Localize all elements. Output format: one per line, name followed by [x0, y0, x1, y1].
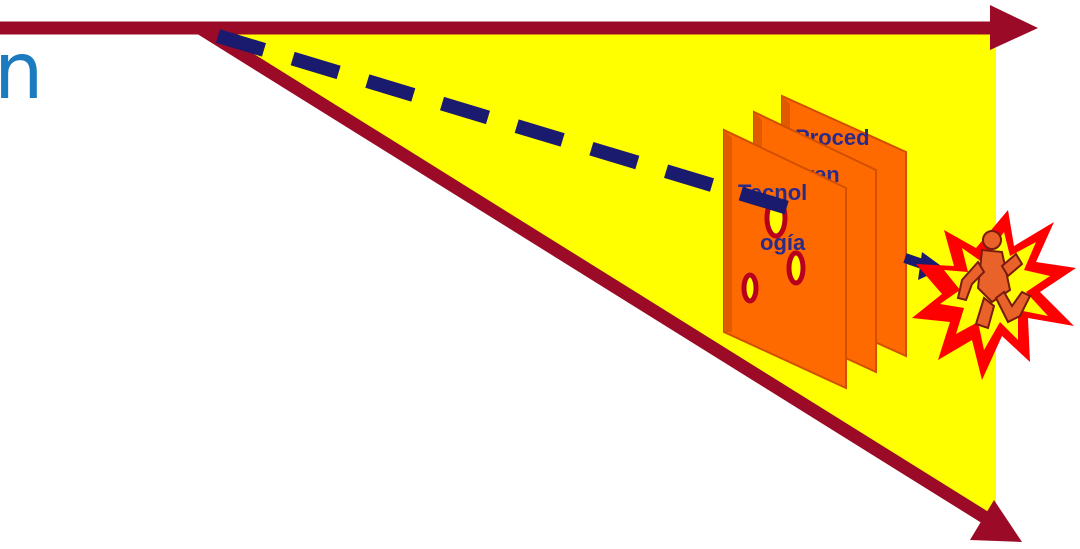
arrow-right-icon	[990, 5, 1038, 50]
falling-figure-icon	[956, 230, 1032, 330]
hole-2	[786, 250, 806, 286]
title-fragment: n	[0, 27, 43, 117]
arrow-down-right-icon	[970, 500, 1022, 542]
hole-3	[741, 272, 759, 304]
diagonal-arrow	[196, 22, 1006, 534]
accident-trajectory	[215, 29, 811, 221]
